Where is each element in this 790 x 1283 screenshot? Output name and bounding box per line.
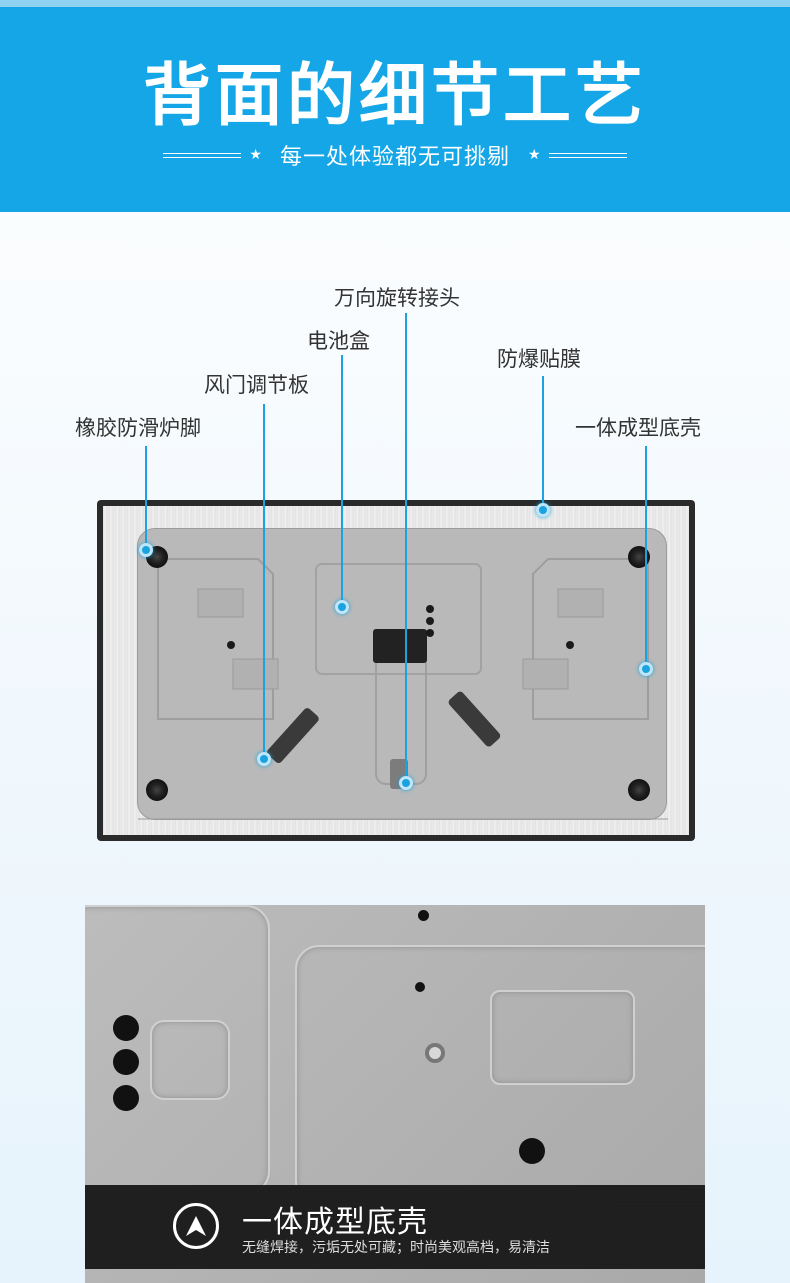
banner-subtitle-row: ★ 每一处体验都无可挑剔 ★ bbox=[0, 140, 790, 170]
leader-line-damper-plate bbox=[263, 404, 265, 759]
screw-hole bbox=[227, 641, 235, 649]
callout-dot-rubber-feet bbox=[139, 543, 153, 557]
leader-line-swivel-joint bbox=[405, 313, 407, 783]
star-icon: ★ bbox=[249, 147, 262, 163]
screw-hole bbox=[415, 982, 425, 992]
stove-bottom-view bbox=[97, 500, 695, 841]
caption-description: 无缝焊接，污垢无处可藏；时尚美观高档，易清洁 bbox=[242, 1240, 550, 1256]
banner-title: 背面的细节工艺 bbox=[142, 57, 647, 136]
shell-closeup-photo: 一体成型底壳 无缝焊接，污垢无处可藏；时尚美观高档，易清洁 bbox=[85, 905, 705, 1283]
decorative-lines-right bbox=[548, 152, 627, 158]
leader-line-shell bbox=[645, 446, 647, 668]
star-icon: ★ bbox=[528, 147, 541, 163]
rubber-foot bbox=[146, 779, 168, 801]
screw-hole bbox=[566, 641, 574, 649]
rubber-foot bbox=[628, 779, 650, 801]
caption-title: 一体成型底壳 bbox=[242, 1205, 428, 1240]
callout-label-swivel-joint: 万向旋转接头 bbox=[334, 286, 460, 310]
vent-hole bbox=[113, 1085, 139, 1111]
callout-label-explosion-film: 防爆贴膜 bbox=[497, 347, 581, 371]
callout-label-damper-plate: 风门调节板 bbox=[204, 373, 309, 397]
screw-hole bbox=[418, 910, 429, 921]
callout-dot-shell bbox=[639, 662, 653, 676]
leader-line-rubber-feet bbox=[145, 446, 147, 550]
brushed-metal-edge bbox=[103, 506, 689, 835]
raised-panel bbox=[490, 990, 635, 1085]
tray-embossing bbox=[138, 558, 668, 820]
header-banner: 背面的细节工艺 ★ 每一处体验都无可挑剔 ★ bbox=[0, 0, 790, 212]
screw-hole bbox=[426, 617, 434, 625]
nut bbox=[425, 1043, 445, 1063]
decorative-lines-left bbox=[163, 152, 242, 158]
callout-label-shell: 一体成型底壳 bbox=[575, 416, 701, 440]
leader-line-explosion-film bbox=[542, 376, 544, 510]
vent-hole bbox=[113, 1049, 139, 1075]
callout-dot-battery-box bbox=[335, 600, 349, 614]
vent-hole bbox=[113, 1015, 139, 1041]
bottom-tray bbox=[137, 528, 668, 820]
banner-top-stripe bbox=[0, 0, 790, 7]
caption-bar: 一体成型底壳 无缝焊接，污垢无处可藏；时尚美观高档，易清洁 bbox=[85, 1185, 705, 1269]
callout-label-battery-box: 电池盒 bbox=[307, 329, 370, 353]
screw-hole bbox=[426, 629, 434, 637]
callout-dot-swivel-joint bbox=[399, 776, 413, 790]
banner-subtitle: 每一处体验都无可挑剔 bbox=[279, 145, 510, 170]
rubber-foot bbox=[628, 546, 650, 568]
callout-dot-explosion-film bbox=[536, 503, 550, 517]
screw-hole bbox=[519, 1138, 545, 1164]
raised-panel bbox=[150, 1020, 230, 1100]
screw-hole bbox=[426, 605, 434, 613]
leader-line-battery-box bbox=[341, 355, 343, 605]
battery-box bbox=[373, 629, 427, 663]
callout-label-rubber-feet: 橡胶防滑炉脚 bbox=[75, 416, 201, 440]
callout-dot-damper-plate bbox=[257, 752, 271, 766]
navigation-arrow-icon bbox=[173, 1203, 219, 1249]
